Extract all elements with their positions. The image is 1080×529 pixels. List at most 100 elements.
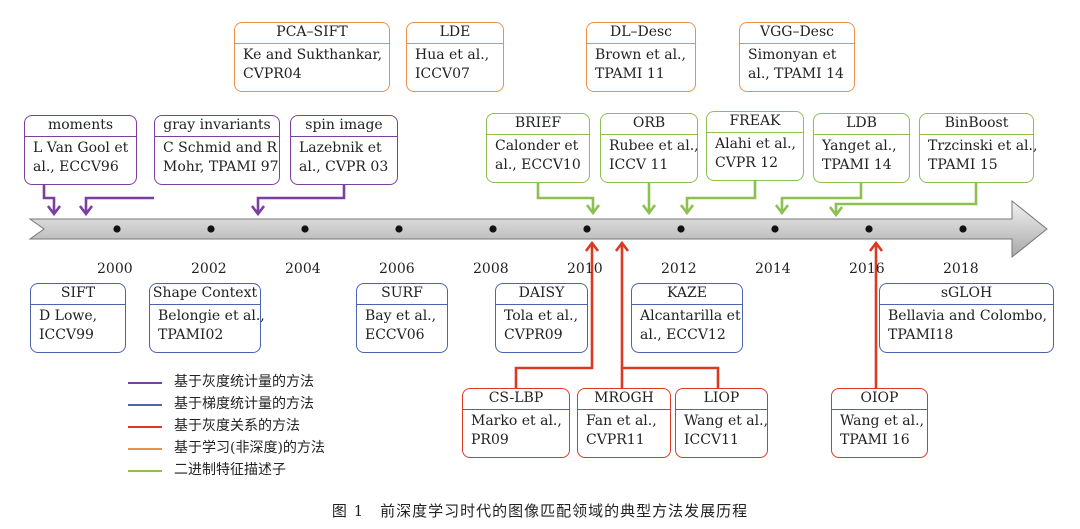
method-line: ICCV 11 [609, 157, 669, 173]
method-title: LDB [814, 114, 909, 135]
method-line: Tola et al., [504, 308, 579, 324]
year-label: 2010 [567, 261, 603, 277]
method-line: ICCV07 [415, 66, 470, 82]
method-line: CVPR04 [243, 66, 302, 82]
legend-swatch [128, 470, 162, 472]
method-title: CS-LBP [463, 389, 569, 410]
method-liop: LIOP Wang et al.,ICCV11 [675, 388, 768, 458]
method-line: Bay et al., [365, 308, 437, 324]
connector-line [514, 243, 594, 388]
connector-line [685, 181, 757, 213]
method-line: C Schmid and R [163, 140, 278, 156]
method-line: Simonyan et [748, 47, 837, 63]
method-line: al., CVPR 03 [299, 159, 389, 175]
method-freak: FREAK Alahi et al.,CVPR 12 [706, 111, 804, 181]
method-line: CVPR09 [504, 327, 563, 343]
method-spin-image: spin image Lazebnik et al., CVPR 03 [290, 115, 398, 185]
method-title: BinBoost [920, 114, 1033, 135]
method-line: Alahi et al., [715, 136, 796, 152]
connector-line [536, 183, 595, 213]
method-line: al., ECCV10 [495, 157, 581, 173]
method-line: TPAMI 14 [822, 157, 892, 173]
year-label: 2014 [755, 261, 791, 277]
connector-arrowhead [584, 240, 600, 252]
method-title: spin image [291, 116, 397, 137]
method-surf: SURF Bay et al.,ECCV06 [356, 283, 448, 353]
year-tick-dot [583, 225, 591, 233]
year-tick-dot [959, 225, 967, 233]
year-tick-dot [771, 225, 779, 233]
connector-arrowhead [585, 204, 601, 216]
legend-label: 基于梯度统计量的方法 [174, 396, 314, 412]
year-tick-dot [865, 225, 873, 233]
method-connectors [42, 181, 978, 388]
method-title: DL–Desc [587, 23, 695, 44]
method-line: D Lowe, [39, 308, 98, 324]
year-tick-dots [113, 225, 967, 233]
year-label: 2016 [849, 261, 885, 277]
year-tick-dot [301, 225, 309, 233]
year-label: 2012 [661, 261, 697, 277]
method-line: TPAMI 15 [928, 157, 998, 173]
method-vgg-desc: VGG–Desc Simonyan et al., TPAMI 14 [739, 22, 855, 92]
method-title: SIFT [31, 284, 125, 305]
connector-arrowhead [641, 204, 657, 216]
method-line: TPAMI18 [888, 327, 954, 343]
method-title: MROGH [578, 389, 670, 410]
method-title: LIOP [676, 389, 767, 410]
year-tick-dot [489, 225, 497, 233]
method-line: TPAMI 16 [840, 432, 910, 448]
year-label: 2006 [379, 261, 415, 277]
method-title: gray invariants [155, 116, 279, 137]
connector-arrowhead [774, 204, 790, 216]
method-brief: BRIEF Calonder et al., ECCV10 [486, 113, 590, 183]
method-ldb: LDB Yanget al.,TPAMI 14 [813, 113, 910, 183]
year-label: 2018 [943, 261, 979, 277]
legend-label: 基于灰度统计量的方法 [174, 374, 314, 390]
method-dl-desc: DL–Desc Brown et al., TPAMI 11 [586, 22, 696, 92]
method-sgloh: sGLOH Bellavia and Colombo,TPAMI18 [879, 283, 1054, 353]
method-mrogh: MROGH Fan et al.,CVPR11 [577, 388, 671, 458]
method-line: Rubee et al., [609, 138, 699, 154]
method-lde: LDE Hua et al.,ICCV07 [406, 22, 504, 92]
method-line: Wang et al., [840, 413, 925, 429]
method-daisy: DAISY Tola et al.,CVPR09 [495, 283, 588, 353]
method-line: ICCV99 [39, 327, 94, 343]
method-oiop: OIOP Wang et al., TPAMI 16 [831, 388, 928, 458]
method-line: ICCV11 [684, 432, 739, 448]
method-line: Calonder et [495, 138, 579, 154]
method-line: Marko et al., [471, 413, 562, 429]
method-line: Alcantarilla et [640, 308, 741, 324]
year-tick-dot [395, 225, 403, 233]
connector-arrowhead [250, 205, 266, 217]
method-orb: ORB Rubee et al., ICCV 11 [600, 113, 699, 183]
connector-arrowhead [828, 206, 844, 218]
legend-label: 二进制特征描述子 [174, 462, 286, 478]
method-title: moments [25, 116, 136, 137]
method-line: al., TPAMI 14 [748, 66, 844, 82]
method-line: CVPR11 [586, 432, 645, 448]
legend-label: 基于灰度关系的方法 [174, 418, 300, 434]
method-title: OIOP [832, 389, 927, 410]
method-title: VGG–Desc [740, 23, 854, 44]
connector-arrowhead [78, 205, 94, 217]
connector-arrowhead [679, 204, 695, 216]
method-line: TPAMI 11 [595, 66, 665, 82]
method-line: al., ECCV96 [33, 159, 119, 175]
method-pca-sift: PCA–SIFT Ke and Sukthankar,CVPR04 [234, 22, 390, 92]
figure-caption: 图 1 前深度学习时代的图像匹配领域的典型方法发展历程 [331, 502, 749, 520]
method-shape-context: Shape Context Belongie et al.,TPAMI02 [149, 283, 265, 353]
method-line: Brown et al., [595, 47, 686, 63]
method-title: ORB [601, 114, 697, 135]
connector-line [256, 185, 346, 214]
legend-swatch [128, 426, 162, 428]
method-line: Lazebnik et [299, 140, 382, 156]
legend-swatch [128, 404, 162, 406]
method-binboost: BinBoost Trzcinski et al.,TPAMI 15 [919, 113, 1037, 183]
method-title: BRIEF [487, 114, 589, 135]
method-title: PCA–SIFT [235, 23, 389, 44]
